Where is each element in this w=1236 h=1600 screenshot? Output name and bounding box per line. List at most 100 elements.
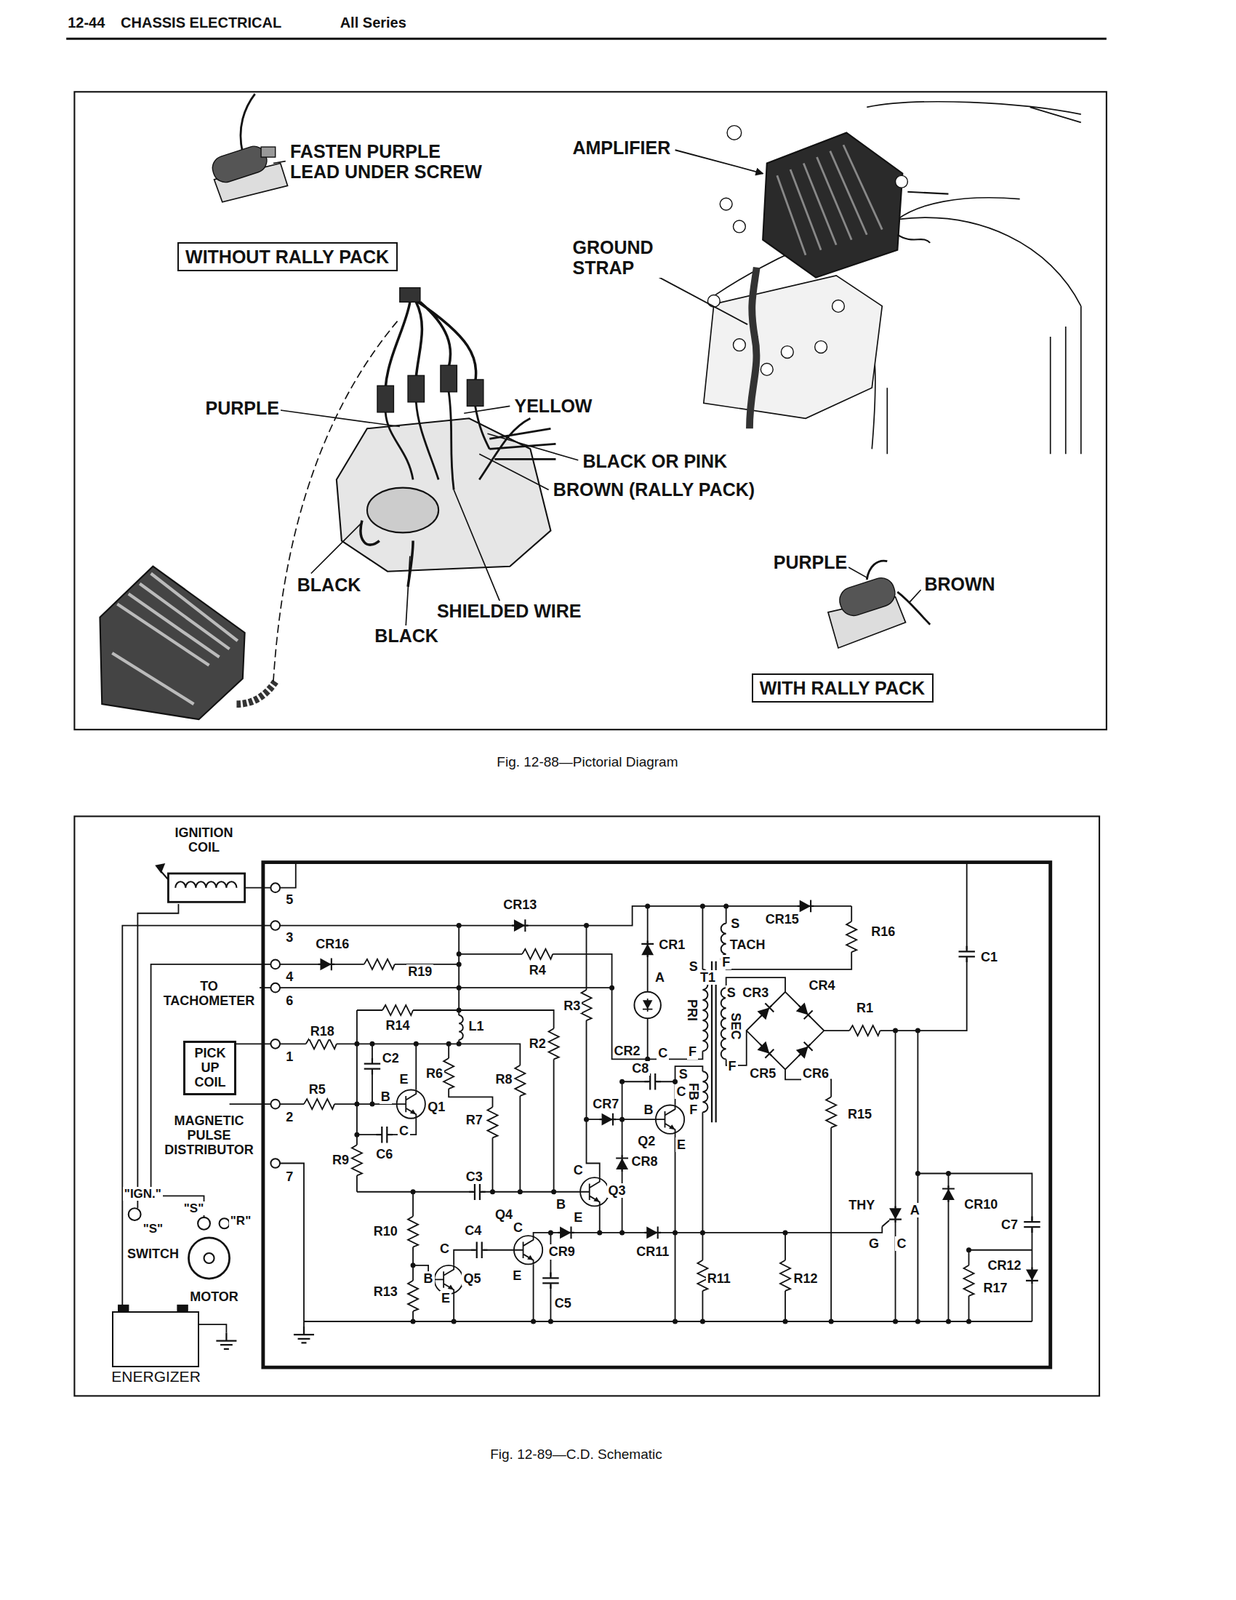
component-symbols-part xyxy=(547,1028,560,1059)
component-symbols-part xyxy=(580,1177,609,1206)
component-symbols-part xyxy=(849,1024,880,1037)
part-label: E xyxy=(511,1267,523,1283)
part-label: F xyxy=(687,1044,698,1059)
schematic-figure-part-part xyxy=(369,1041,375,1047)
part-label: R17 xyxy=(981,1280,1009,1295)
pictorial-figure-part xyxy=(236,681,275,704)
part-label: R9 xyxy=(330,1152,351,1167)
part-label: THY xyxy=(847,1197,877,1213)
schematic-figure-part-part xyxy=(354,1132,360,1138)
part-label: Q5 xyxy=(461,1270,483,1286)
part-label: F xyxy=(720,954,732,970)
component-symbols-part xyxy=(471,1240,488,1259)
part-label: BLACK xyxy=(295,574,363,595)
pictorial-figure-part xyxy=(703,275,882,419)
part-label: A xyxy=(908,1202,922,1218)
schematic-figure-part-part xyxy=(915,1318,921,1324)
part-label: CR10 xyxy=(962,1196,999,1212)
component-symbols-part xyxy=(793,1038,816,1061)
pictorial-figure-part xyxy=(895,175,909,188)
part-label: CR6 xyxy=(801,1065,831,1081)
part-label: C3 xyxy=(464,1169,485,1184)
part-label: MAGNETIC PULSE DISTRIBUTOR xyxy=(160,1113,259,1157)
schematic-figure-part-part xyxy=(456,1041,462,1047)
part-label: B xyxy=(642,1102,656,1117)
pictorial-figure-part xyxy=(466,379,483,406)
component-symbols-part xyxy=(522,947,553,960)
pictorial-figure-part xyxy=(848,567,922,603)
part-label: "S" xyxy=(141,1221,165,1236)
part-label: E xyxy=(572,1209,584,1225)
part-label: C2 xyxy=(380,1050,401,1066)
component-symbols-part xyxy=(957,945,976,962)
component-symbols-part xyxy=(468,1182,485,1201)
pictorial-figure-part xyxy=(675,149,764,174)
schematic-figure-part-part xyxy=(945,1170,951,1176)
schematic-figure-part-part xyxy=(783,1318,789,1324)
part-label: L1 xyxy=(467,1018,486,1034)
schematic-figure-part-part xyxy=(270,882,280,893)
schematic-figure-part-part xyxy=(583,1116,589,1122)
part-label: Q4 xyxy=(493,1206,515,1222)
node-label: WITH RALLY PACK xyxy=(759,677,926,698)
schematic-figure-part-part xyxy=(270,1099,280,1109)
node-label: ENERGIZER xyxy=(111,1367,201,1386)
part-label: C xyxy=(397,1123,411,1138)
component-symbols-part xyxy=(407,1280,420,1311)
component-symbols-part xyxy=(318,956,335,972)
component-symbols-part xyxy=(825,1096,838,1127)
schematic-figure-part-part xyxy=(915,1170,921,1176)
schematic-figure-part xyxy=(204,1252,215,1263)
schematic-figure-part-part xyxy=(369,1101,375,1107)
part-label: R1 xyxy=(855,1000,875,1015)
pictorial-figure-part xyxy=(749,267,757,429)
pictorial-figure-part xyxy=(280,405,579,626)
part-label: CR7 xyxy=(591,1096,621,1111)
pictorial-figure-part xyxy=(367,487,439,533)
schematic-figure-part-part xyxy=(410,1318,416,1324)
pictorial-figure-part xyxy=(261,146,276,158)
part-label: SHIELDED WIRE xyxy=(435,600,584,621)
component-symbols-part xyxy=(797,898,814,914)
energizer-box: ENERGIZER xyxy=(111,1310,199,1367)
component-symbols-part xyxy=(941,1185,957,1202)
part-label: R16 xyxy=(869,924,897,939)
figure-caption: Fig. 12-89—C.D. Schematic xyxy=(488,1446,664,1462)
part-label: F xyxy=(727,1058,738,1074)
schematic-figure-part-part xyxy=(619,1229,625,1235)
component-symbols-part xyxy=(655,1105,685,1134)
schematic-figure-part-part xyxy=(270,959,280,970)
part-label: R6 xyxy=(424,1065,445,1081)
pictorial-figure-part xyxy=(479,418,556,480)
node-label: PICK UP COIL xyxy=(189,1045,230,1090)
component-symbols-part xyxy=(442,1057,456,1089)
part-label: R12 xyxy=(792,1270,820,1286)
pictorial-figure-part xyxy=(815,340,828,354)
part-label: R11 xyxy=(705,1270,733,1286)
part-label: 5 xyxy=(284,892,295,907)
part-label: C xyxy=(572,1162,585,1178)
part-label: BROWN xyxy=(922,573,997,595)
page-rule xyxy=(66,38,1107,40)
part-label: S xyxy=(729,916,741,931)
pictorial-figure-part xyxy=(399,287,421,303)
page-rule-part xyxy=(66,37,1107,40)
schematic-figure-part xyxy=(74,815,1100,1396)
schematic-figure-part xyxy=(633,991,661,1018)
part-label: CR2 xyxy=(612,1043,642,1058)
part-label: FB xyxy=(686,1081,701,1102)
part-label: 6 xyxy=(284,993,295,1008)
part-label: R10 xyxy=(372,1223,400,1239)
part-label: 3 xyxy=(284,929,295,945)
part-label: C6 xyxy=(374,1146,395,1162)
part-label: CR16 xyxy=(314,936,351,951)
component-symbols-part xyxy=(486,1106,499,1138)
schematic-figure-part-part xyxy=(672,1318,678,1324)
schematic-figure-part-part xyxy=(828,1318,834,1324)
part-label: SWITCH xyxy=(125,1246,181,1261)
part-label: B xyxy=(422,1270,435,1286)
component-symbols xyxy=(215,898,1042,1349)
component-symbols-part xyxy=(644,1225,661,1240)
pictorial-figure-part xyxy=(832,300,845,313)
part-label: GROUND STRAP xyxy=(570,237,669,278)
